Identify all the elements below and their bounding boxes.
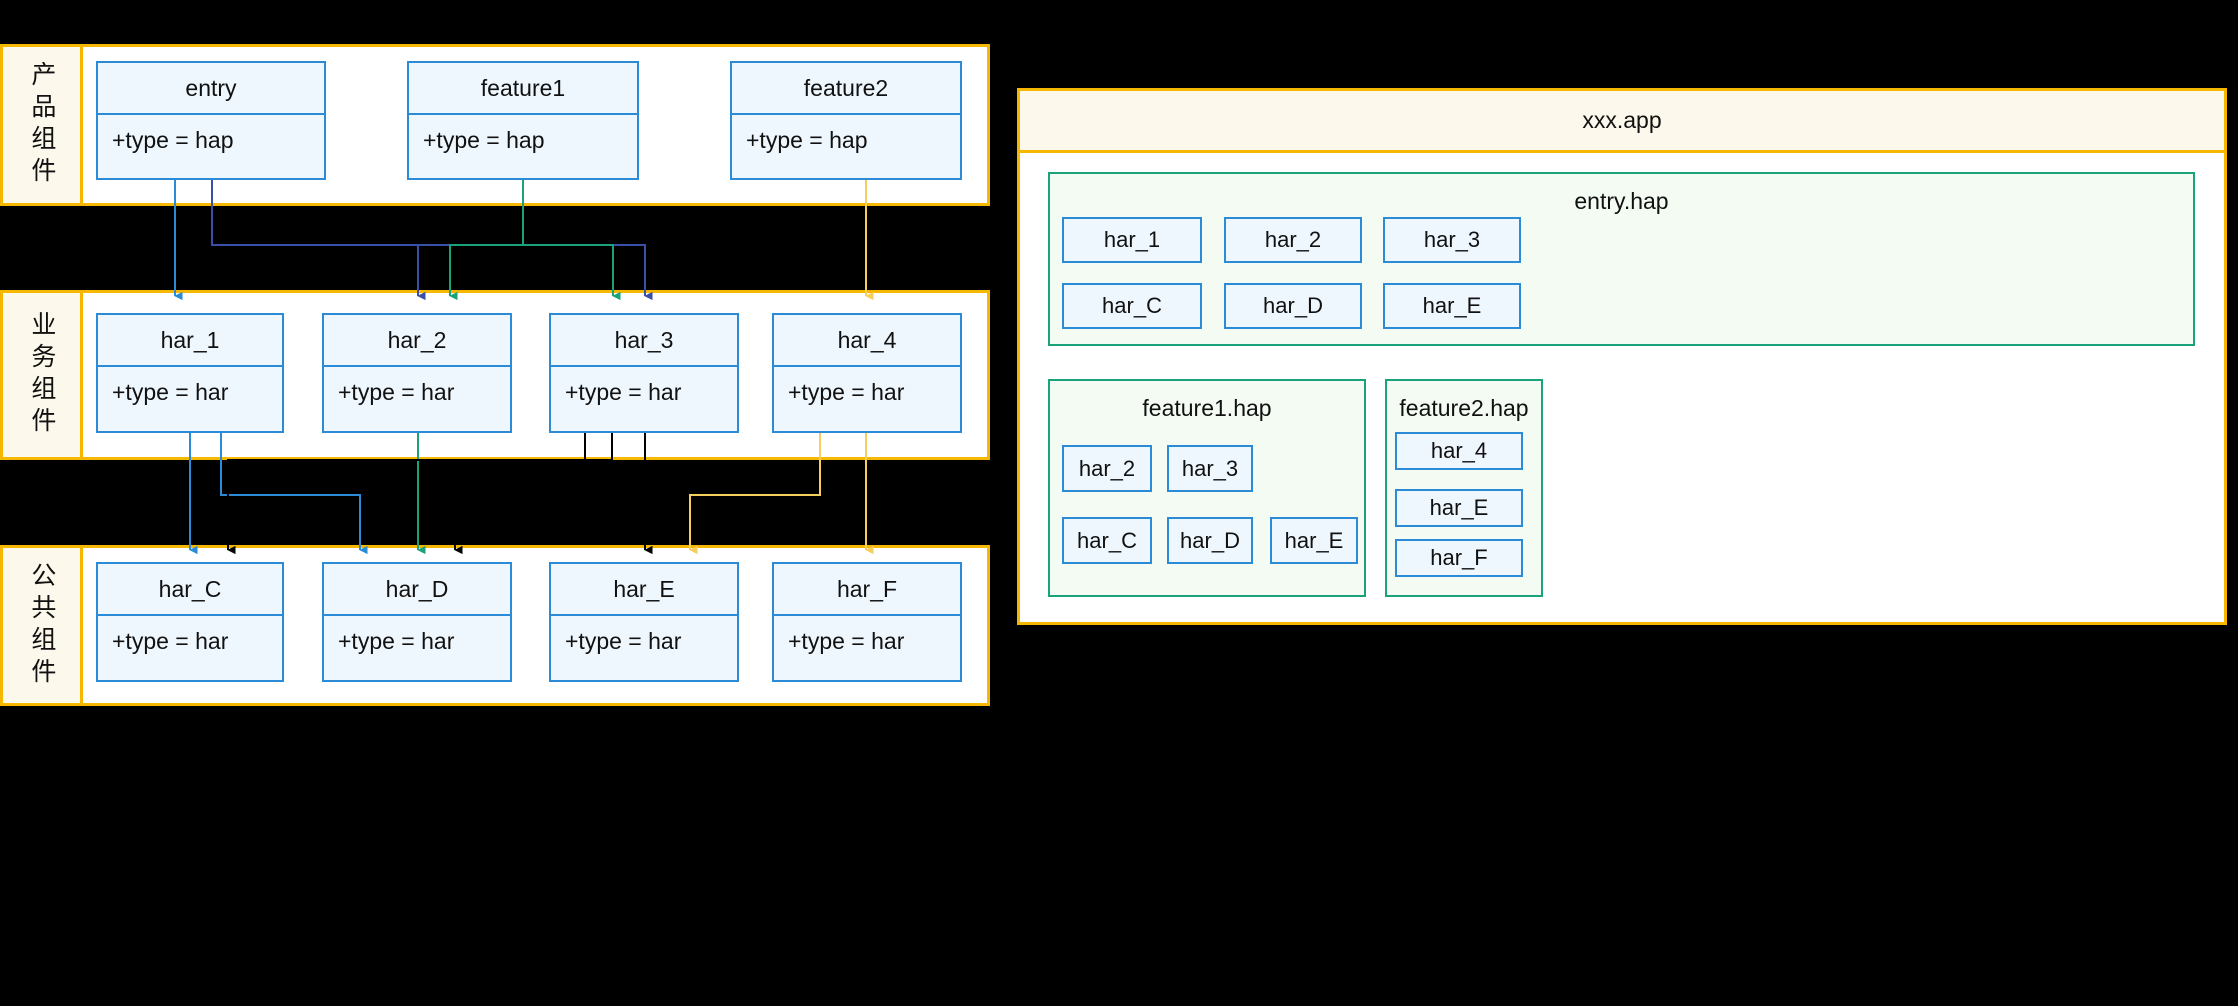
class-box-har-1-attr: +type = har xyxy=(112,379,229,405)
class-box-har-d[interactable]: har_D +type = har xyxy=(322,562,512,682)
class-box-har-f[interactable]: har_F +type = har xyxy=(772,562,962,682)
class-box-har-1[interactable]: har_1 +type = har xyxy=(96,313,284,433)
class-box-har-2-attr: +type = har xyxy=(338,379,455,405)
class-box-har-e[interactable]: har_E +type = har xyxy=(549,562,739,682)
hap-feature1-har-e[interactable]: har_E xyxy=(1270,517,1358,564)
class-box-feature1-title: feature1 xyxy=(409,63,637,115)
class-box-feature2-attr: +type = hap xyxy=(746,127,868,153)
hap-entry-har-3[interactable]: har_3 xyxy=(1383,217,1521,263)
hap-entry-har-1[interactable]: har_1 xyxy=(1062,217,1202,263)
lane-common-label: 公共组件 xyxy=(27,561,56,690)
link-entry-har3 xyxy=(212,244,653,301)
hap-feature1-har-2[interactable]: har_2 xyxy=(1062,445,1152,492)
hap-feature2-har-f[interactable]: har_F xyxy=(1395,539,1523,577)
hap-feature2-har-4[interactable]: har_4 xyxy=(1395,432,1523,470)
hap-entry-title: entry.hap xyxy=(1574,188,1669,214)
hap-feature1-title: feature1.hap xyxy=(1142,395,1272,421)
class-box-har-4-attr: +type = har xyxy=(788,379,905,405)
hap-feature2-har-e[interactable]: har_E xyxy=(1395,489,1523,527)
hap-feature1-har-3[interactable]: har_3 xyxy=(1167,445,1253,492)
lane-product-label: 产品组件 xyxy=(27,61,56,189)
lane-product-label-cell: 产品组件 xyxy=(3,47,83,203)
class-box-har-d-attr: +type = har xyxy=(338,628,455,654)
class-box-har-f-title: har_F xyxy=(774,564,960,616)
class-box-har-1-title: har_1 xyxy=(98,315,282,367)
class-box-har-c-attr: +type = har xyxy=(112,628,229,654)
class-box-entry-title: entry xyxy=(98,63,324,115)
hap-entry-har-e[interactable]: har_E xyxy=(1383,283,1521,329)
class-box-har-3-attr: +type = har xyxy=(565,379,682,405)
class-box-har-e-title: har_E xyxy=(551,564,737,616)
class-box-feature2[interactable]: feature2 +type = hap xyxy=(730,61,962,180)
hap-entry-har-2[interactable]: har_2 xyxy=(1224,217,1362,263)
hap-entry: entry.hap xyxy=(1048,172,2195,346)
hap-feature1-har-d[interactable]: har_D xyxy=(1167,517,1253,564)
class-box-har-4[interactable]: har_4 +type = har xyxy=(772,313,962,433)
lane-business-label-cell: 业务组件 xyxy=(3,293,83,457)
class-box-entry[interactable]: entry +type = hap xyxy=(96,61,326,180)
class-box-har-3-title: har_3 xyxy=(551,315,737,367)
hap-entry-har-d[interactable]: har_D xyxy=(1224,283,1362,329)
class-box-feature1-attr: +type = hap xyxy=(423,127,545,153)
class-box-entry-attr: +type = hap xyxy=(112,127,234,153)
class-box-har-c-title: har_C xyxy=(98,564,282,616)
class-box-feature1[interactable]: feature1 +type = hap xyxy=(407,61,639,180)
hap-entry-har-c[interactable]: har_C xyxy=(1062,283,1202,329)
class-box-har-e-attr: +type = har xyxy=(565,628,682,654)
class-box-har-c[interactable]: har_C +type = har xyxy=(96,562,284,682)
class-box-har-f-attr: +type = har xyxy=(788,628,905,654)
hap-feature1-har-c[interactable]: har_C xyxy=(1062,517,1152,564)
class-box-har-4-title: har_4 xyxy=(774,315,960,367)
app-title: xxx.app xyxy=(1020,91,2224,153)
class-box-har-d-title: har_D xyxy=(324,564,510,616)
class-box-feature2-title: feature2 xyxy=(732,63,960,115)
lane-common-label-cell: 公共组件 xyxy=(3,548,83,703)
hap-feature2-title: feature2.hap xyxy=(1399,395,1529,421)
lane-business-label: 业务组件 xyxy=(27,311,56,439)
class-box-har-2-title: har_2 xyxy=(324,315,510,367)
class-box-har-2[interactable]: har_2 +type = har xyxy=(322,313,512,433)
class-box-har-3[interactable]: har_3 +type = har xyxy=(549,313,739,433)
